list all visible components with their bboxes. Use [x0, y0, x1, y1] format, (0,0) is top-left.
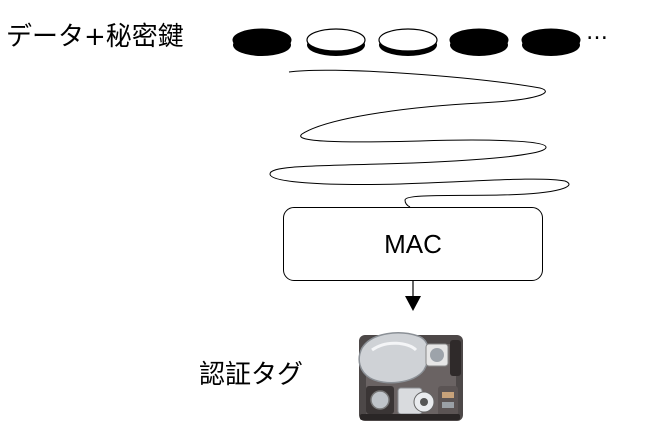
bit-5: [521, 28, 581, 56]
bit-1: [232, 28, 292, 56]
bit-3: [378, 28, 438, 56]
output-arrow: [405, 281, 421, 311]
hash-machine-icon: [358, 332, 463, 421]
bit-2: [306, 28, 366, 56]
output-label: 認証タグ: [199, 360, 304, 390]
mac-label: MAC: [384, 228, 442, 259]
more-bits-ellipsis: …: [586, 20, 608, 45]
bit-sequence: [232, 28, 581, 56]
mixing-scribble: [269, 69, 570, 208]
bit-4: [449, 28, 509, 56]
mac-process-box: MAC: [283, 207, 543, 281]
input-label: データ+秘密鍵: [6, 22, 184, 52]
